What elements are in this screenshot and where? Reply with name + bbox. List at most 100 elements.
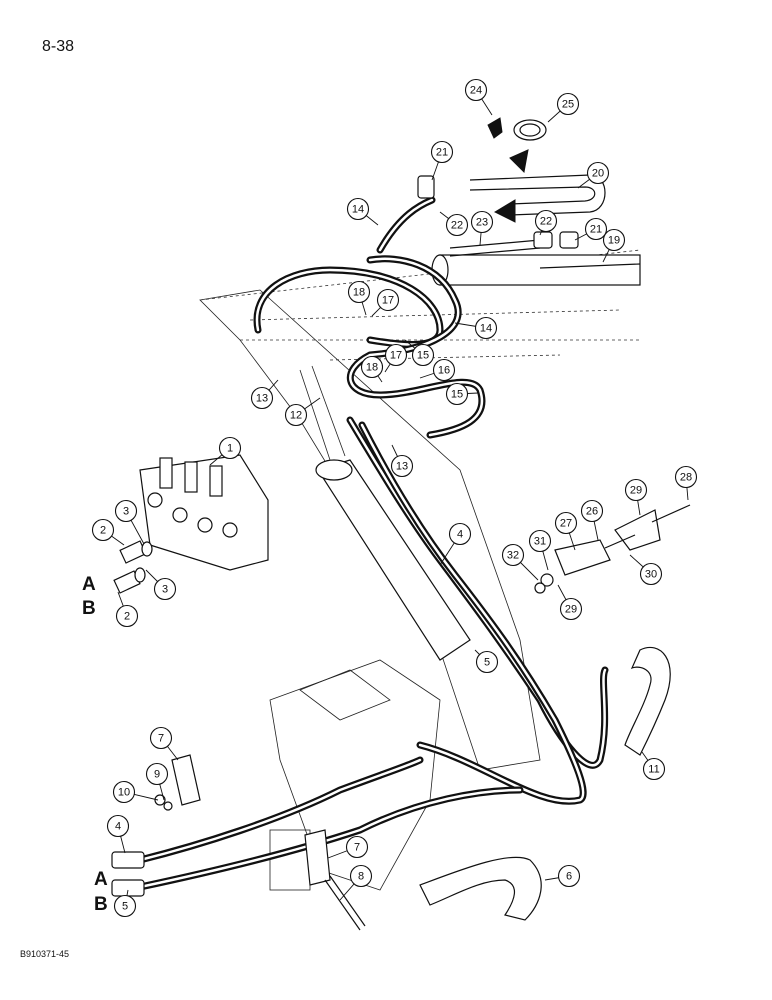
callout-circle xyxy=(674,465,698,489)
callout-25: 25 xyxy=(547,92,580,123)
callout-number: 20 xyxy=(592,168,604,180)
callout-number: 29 xyxy=(630,485,642,497)
callout-number: 31 xyxy=(534,536,546,548)
callout-number: 1 xyxy=(227,443,233,455)
callout-number: 13 xyxy=(256,393,268,405)
callout-circle xyxy=(284,403,308,427)
callout-number: 18 xyxy=(353,287,365,299)
callout-circle xyxy=(580,499,604,523)
callout-circle xyxy=(534,209,558,233)
callout-13: 13 xyxy=(390,444,414,478)
callout-circle xyxy=(430,140,454,164)
callout-18: 18 xyxy=(360,355,384,383)
callout-circle xyxy=(345,835,369,859)
callout-number: 14 xyxy=(480,323,492,335)
callout-circle xyxy=(145,762,169,786)
callout-number: 10 xyxy=(118,787,130,799)
callout-circle xyxy=(153,577,177,601)
callout-14: 14 xyxy=(346,197,379,226)
callout-circle xyxy=(218,436,242,460)
callout-circle xyxy=(106,814,130,838)
callout-circle xyxy=(360,355,384,379)
callout-number: 17 xyxy=(382,295,394,307)
callout-number: 15 xyxy=(451,389,463,401)
callout-number: 18 xyxy=(366,362,378,374)
callout-number: 11 xyxy=(648,764,659,776)
callout-17: 17 xyxy=(371,288,400,317)
hose-guard-lower xyxy=(419,856,542,921)
clip-upper xyxy=(171,754,201,806)
callout-number: 4 xyxy=(457,529,463,541)
callout-22: 22 xyxy=(439,211,469,237)
callout-18: 18 xyxy=(347,280,371,316)
callout-number: 27 xyxy=(560,518,572,530)
callout-15: 15 xyxy=(404,339,435,367)
callout-number: 28 xyxy=(680,472,692,484)
callout-circle xyxy=(464,78,488,102)
callout-31: 31 xyxy=(528,529,552,571)
callout-4: 4 xyxy=(106,814,130,854)
callout-circle xyxy=(114,499,138,523)
fitting-b xyxy=(113,567,146,594)
callout-number: 5 xyxy=(484,657,490,669)
callout-17: 17 xyxy=(384,343,408,373)
clamp-parts xyxy=(487,117,547,141)
callout-circle xyxy=(586,161,610,185)
callout-circle xyxy=(445,382,469,406)
tube-assemblies xyxy=(417,174,606,257)
callout-circle xyxy=(474,316,498,340)
callout-circle xyxy=(390,454,414,478)
long-hoses xyxy=(136,416,609,891)
callout-26: 26 xyxy=(580,499,604,541)
callout-circle xyxy=(149,726,173,750)
callout-number: 22 xyxy=(540,216,552,228)
callout-6: 6 xyxy=(544,864,581,888)
callout-23: 23 xyxy=(470,210,494,246)
callout-21: 21 xyxy=(430,140,454,181)
callout-circle xyxy=(556,92,580,116)
callout-number: 16 xyxy=(438,365,450,377)
callout-20: 20 xyxy=(577,161,610,189)
callout-circle xyxy=(557,864,581,888)
callout-number: 17 xyxy=(390,350,402,362)
callout-7: 7 xyxy=(327,835,369,859)
callout-number: 21 xyxy=(436,147,448,159)
callout-number: 19 xyxy=(608,235,620,247)
callout-number: 21 xyxy=(590,224,602,236)
callout-circle xyxy=(642,757,666,781)
callout-circle xyxy=(112,780,136,804)
callout-29: 29 xyxy=(624,478,648,516)
callout-circle xyxy=(602,228,626,252)
callout-circle xyxy=(115,604,139,628)
callout-number: 3 xyxy=(123,506,129,518)
callout-14: 14 xyxy=(454,316,498,340)
callout-10: 10 xyxy=(112,780,159,804)
control-valve xyxy=(139,454,269,571)
callout-4: 4 xyxy=(439,522,472,566)
callout-30: 30 xyxy=(629,554,663,586)
callout-16: 16 xyxy=(419,358,456,382)
boom-cylinder xyxy=(299,365,471,661)
port-label-a-valve: A xyxy=(82,574,96,595)
assembly-arrows xyxy=(493,149,529,223)
callout-29: 29 xyxy=(557,584,583,621)
callout-circle xyxy=(346,197,370,221)
callout-circle xyxy=(113,894,137,918)
fitting-a xyxy=(119,540,153,564)
callout-number: 30 xyxy=(645,569,657,581)
callout-number: 29 xyxy=(565,604,577,616)
callout-number: 12 xyxy=(290,410,302,422)
callout-11: 11 xyxy=(641,751,666,781)
washer-nut xyxy=(154,794,173,811)
clamp-assembly xyxy=(534,504,691,594)
callouts: 1223344556778910111213131414151516171718… xyxy=(91,78,698,918)
callout-circle xyxy=(349,864,373,888)
callout-circle xyxy=(445,213,469,237)
dipper-cylinder xyxy=(431,254,641,286)
callout-28: 28 xyxy=(674,465,698,501)
callout-13: 13 xyxy=(250,379,279,410)
callout-number: 15 xyxy=(417,350,429,362)
callout-number: 26 xyxy=(586,506,598,518)
callout-15: 15 xyxy=(445,382,479,406)
callout-circle xyxy=(376,288,400,312)
